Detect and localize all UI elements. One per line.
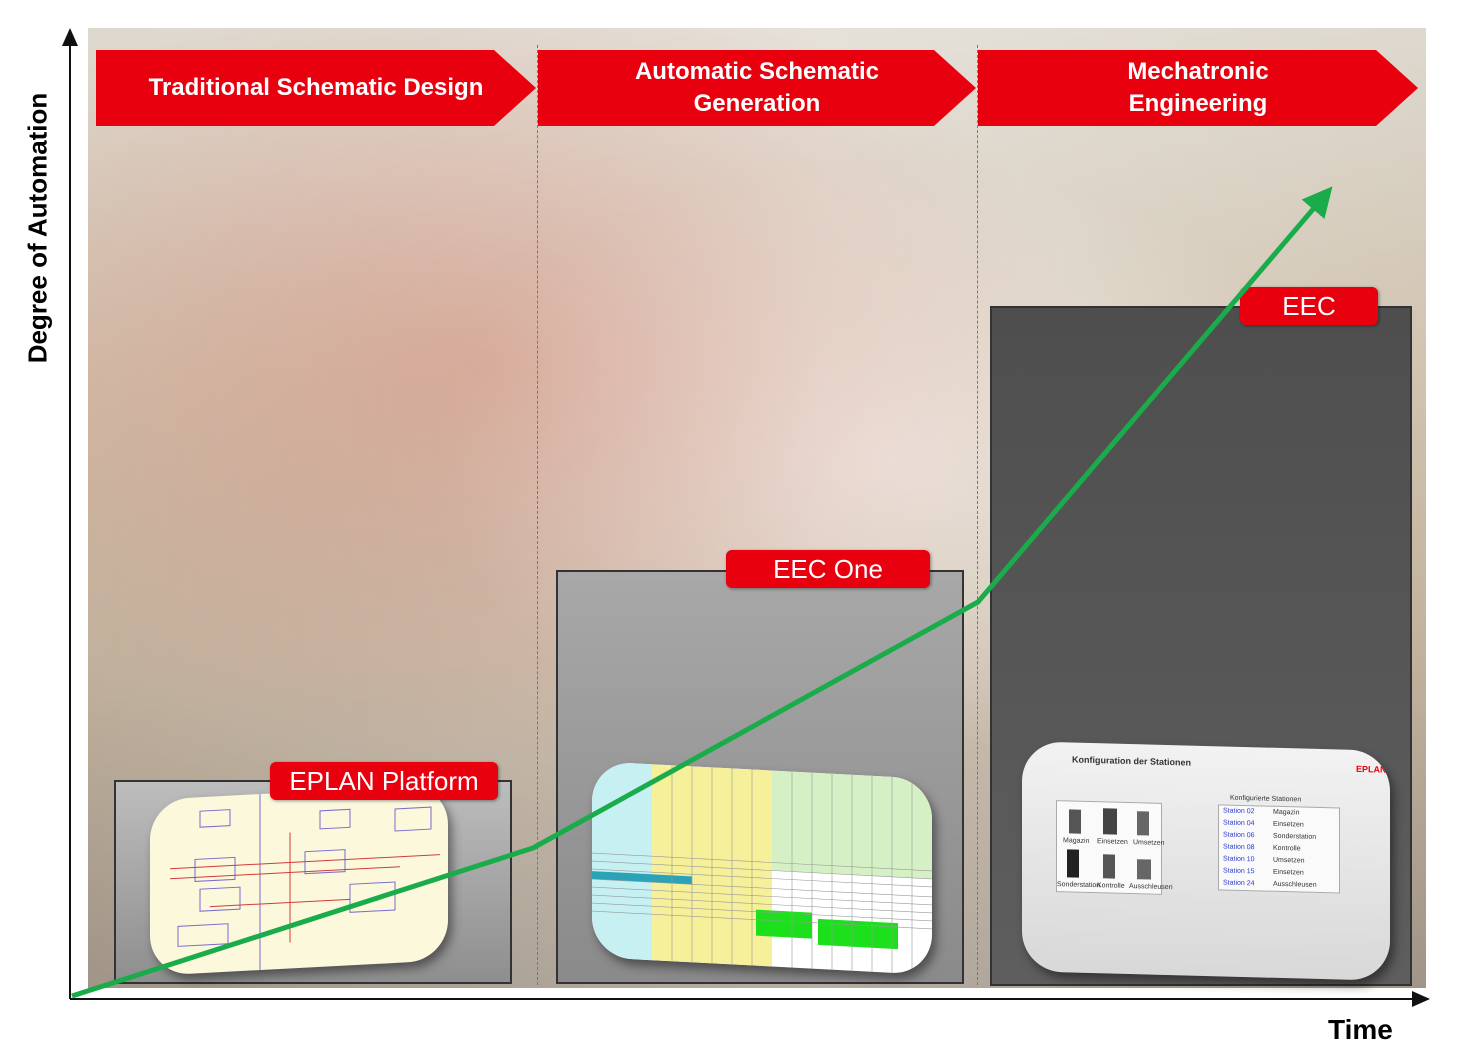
x-axis-label: Time (1328, 1014, 1393, 1045)
automation-trend-arrow (71, 186, 1333, 999)
spreadsheet-screenshot (592, 761, 932, 975)
phase-label-mechatronic: Mechatronic Engineering (1127, 58, 1269, 117)
phase-label-automatic: Automatic Schematic Generation (634, 58, 880, 117)
tag-eplan-platform: EPLAN Platform (270, 762, 498, 800)
phase-divider-1 (537, 45, 538, 985)
phase-label-traditional: Traditional Schematic Design (148, 74, 484, 101)
tag-eec-one: EEC One (726, 550, 930, 588)
tag-eec: EEC (1240, 287, 1378, 325)
phase-banner-mechatronic: Mechatronic Engineering (978, 50, 1418, 126)
y-axis-label: Degree of Automation (22, 92, 53, 364)
phase-divider-2 (977, 45, 978, 985)
phase-banner-automatic: Automatic Schematic Generation (538, 50, 976, 126)
phase-banner-traditional: Traditional Schematic Design (96, 50, 536, 126)
spreadsheet-grid (592, 765, 932, 974)
